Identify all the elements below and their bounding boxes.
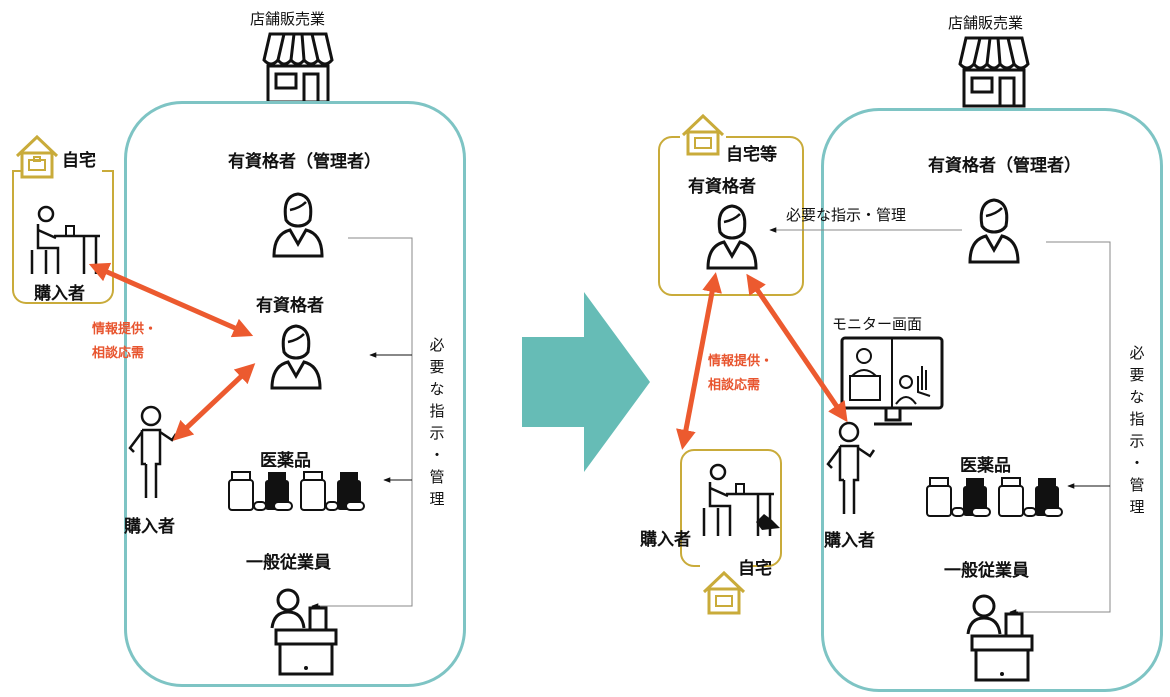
left-home-buyer-label: 購入者 <box>34 284 85 304</box>
left-store-label: 店舗販売業 <box>250 10 326 28</box>
right-staff-title: 一般従業員 <box>944 561 1029 581</box>
left-manager-title: 有資格者（管理者） <box>228 152 381 172</box>
remote-home-box <box>658 136 804 296</box>
manager-person-icon <box>272 192 324 258</box>
left-home-box <box>12 170 114 304</box>
store-buyer-label: 購入者 <box>824 531 875 551</box>
medicine-bottles-icon <box>228 471 365 511</box>
person-at-desk-icon <box>30 205 100 274</box>
remote-home-label: 自宅等 <box>726 145 777 165</box>
left-info-label-2: 相談応需 <box>92 346 145 361</box>
vchar: 要 <box>429 358 445 376</box>
home-box-top-right <box>102 170 114 172</box>
cashier-icon <box>270 588 338 676</box>
left-instruction-vertical: 必 要 な 指 示 ・ 管 理 <box>428 334 446 510</box>
buyer-home-label: 自宅 <box>738 559 772 579</box>
home-icon <box>15 134 59 179</box>
vchar: 必 <box>429 336 445 354</box>
vchar: ・ <box>429 446 445 464</box>
cashier-icon <box>966 594 1034 682</box>
home-icon <box>681 113 725 156</box>
remote-pharmacist-title: 有資格者 <box>688 177 756 197</box>
left-store-box <box>124 101 466 687</box>
buyer-home-buyer-label: 購入者 <box>640 530 691 550</box>
right-medicine-title: 医薬品 <box>960 456 1011 476</box>
vchar: 管 <box>1129 476 1145 494</box>
right-instruction-label: 必要な指示・管理 <box>786 206 907 224</box>
vchar: ・ <box>1129 454 1145 472</box>
home-icon <box>702 570 746 615</box>
vchar: 示 <box>1129 432 1145 450</box>
vchar: 指 <box>1129 410 1145 428</box>
left-walkin-buyer-label: 購入者 <box>124 517 175 537</box>
vchar: 必 <box>1129 344 1145 362</box>
vchar: 理 <box>429 490 445 508</box>
vchar: な <box>429 380 445 398</box>
left-medicine-title: 医薬品 <box>260 451 311 471</box>
pharmacist-person-icon <box>270 324 322 390</box>
right-manager-title: 有資格者（管理者） <box>928 156 1081 176</box>
manager-person-icon <box>968 198 1020 264</box>
home-box-gap <box>700 560 750 572</box>
vchar: 要 <box>1129 366 1145 384</box>
home-box-top-left <box>12 170 22 172</box>
right-store-label: 店舗販売業 <box>948 14 1024 32</box>
monitor-label: モニター画面 <box>832 315 923 333</box>
store-icon <box>958 36 1030 108</box>
vchar: 示 <box>429 424 445 442</box>
vchar: 指 <box>429 402 445 420</box>
left-pharmacist-title: 有資格者 <box>256 296 324 316</box>
right-instruction-vertical: 必 要 な 指 示 ・ 管 理 <box>1128 342 1146 518</box>
left-home-label: 自宅 <box>62 151 96 171</box>
medicine-bottles-icon <box>926 477 1063 517</box>
left-staff-title: 一般従業員 <box>246 553 331 573</box>
person-at-desk-icon <box>702 463 780 536</box>
remote-pharmacist-icon <box>706 204 758 270</box>
standing-buyer-icon <box>826 421 876 514</box>
transition-arrow <box>522 292 650 472</box>
vchar: 管 <box>429 468 445 486</box>
vchar: な <box>1129 388 1145 406</box>
vchar: 理 <box>1129 498 1145 516</box>
